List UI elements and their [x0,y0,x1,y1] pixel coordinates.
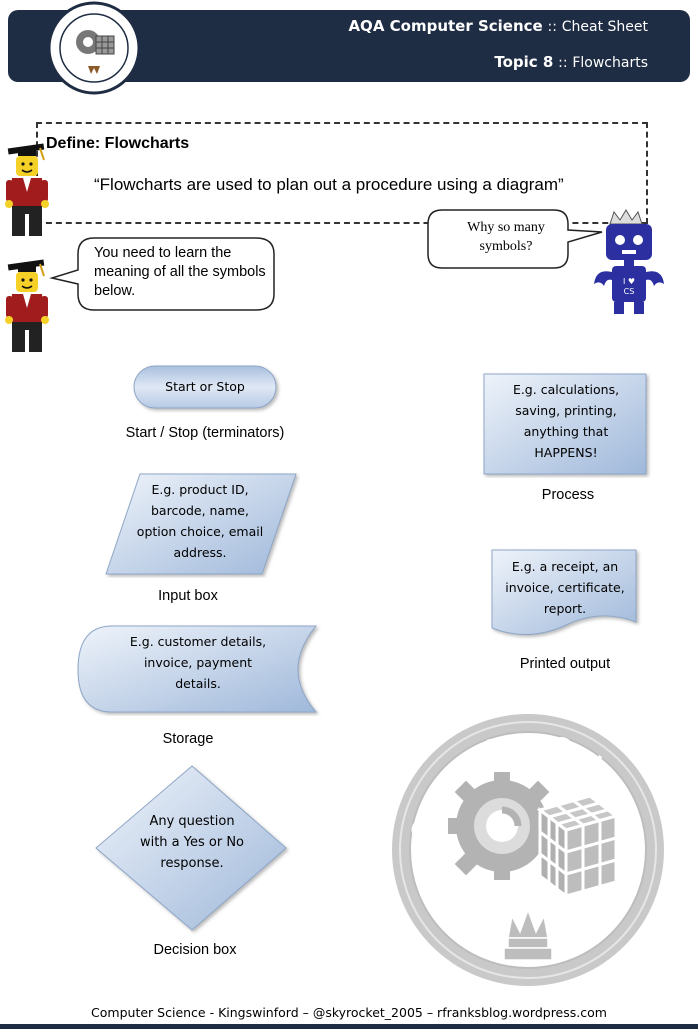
footer-credits: Computer Science - Kingswinford – @skyro… [91,1005,607,1020]
computer-science-logo [47,1,141,95]
robot-badge-line2: CS [624,287,635,296]
printed-output-text: E.g. a receipt, an invoice, certificate,… [505,559,625,616]
storage-text: E.g. customer details, invoice, payment … [129,634,267,691]
define-quote: “Flowcharts are used to plan out a proce… [94,175,564,194]
define-title: Define: Flowcharts [46,135,190,152]
decision-shape [95,765,287,931]
lego-graduate-figure [5,143,49,236]
speech-bubble-student [49,237,275,311]
decision-label: Decision box [153,942,237,958]
input-shape [105,473,297,575]
process-shape [483,373,647,475]
printed-output-shape [491,549,637,636]
footer-bar [0,1024,698,1029]
robot-mascot: I ♥ CS [594,209,664,314]
input-label: Input box [158,588,218,604]
robot-question-text: Why so many symbols? [467,220,545,254]
storage-label: Storage [162,731,214,747]
process-text: E.g. calculations, saving, printing, any… [512,382,620,460]
lego-graduate-figure-2 [5,259,49,352]
header-title: AQA Computer Science :: Cheat Sheet [348,17,648,35]
process-label: Process [541,487,595,503]
speech-bubble-robot [427,209,603,269]
decision-text: Any question with a Yes or No response. [139,814,245,871]
storage-shape [77,625,318,713]
computer-science-watermark-logo: Computer Science [392,714,664,986]
header-topic: Topic 8 :: Flowcharts [494,53,648,71]
terminator-label: Start / Stop (terminators) [125,425,285,441]
terminator-shape [133,365,277,409]
robot-badge-line1: I ♥ [623,277,635,286]
printed-output-label: Printed output [519,656,611,672]
input-text: E.g. product ID, barcode, name, option c… [136,482,264,560]
student-note-text: You need to learn the meaning of all the… [94,245,266,299]
terminator-text: Start or Stop [165,379,245,394]
